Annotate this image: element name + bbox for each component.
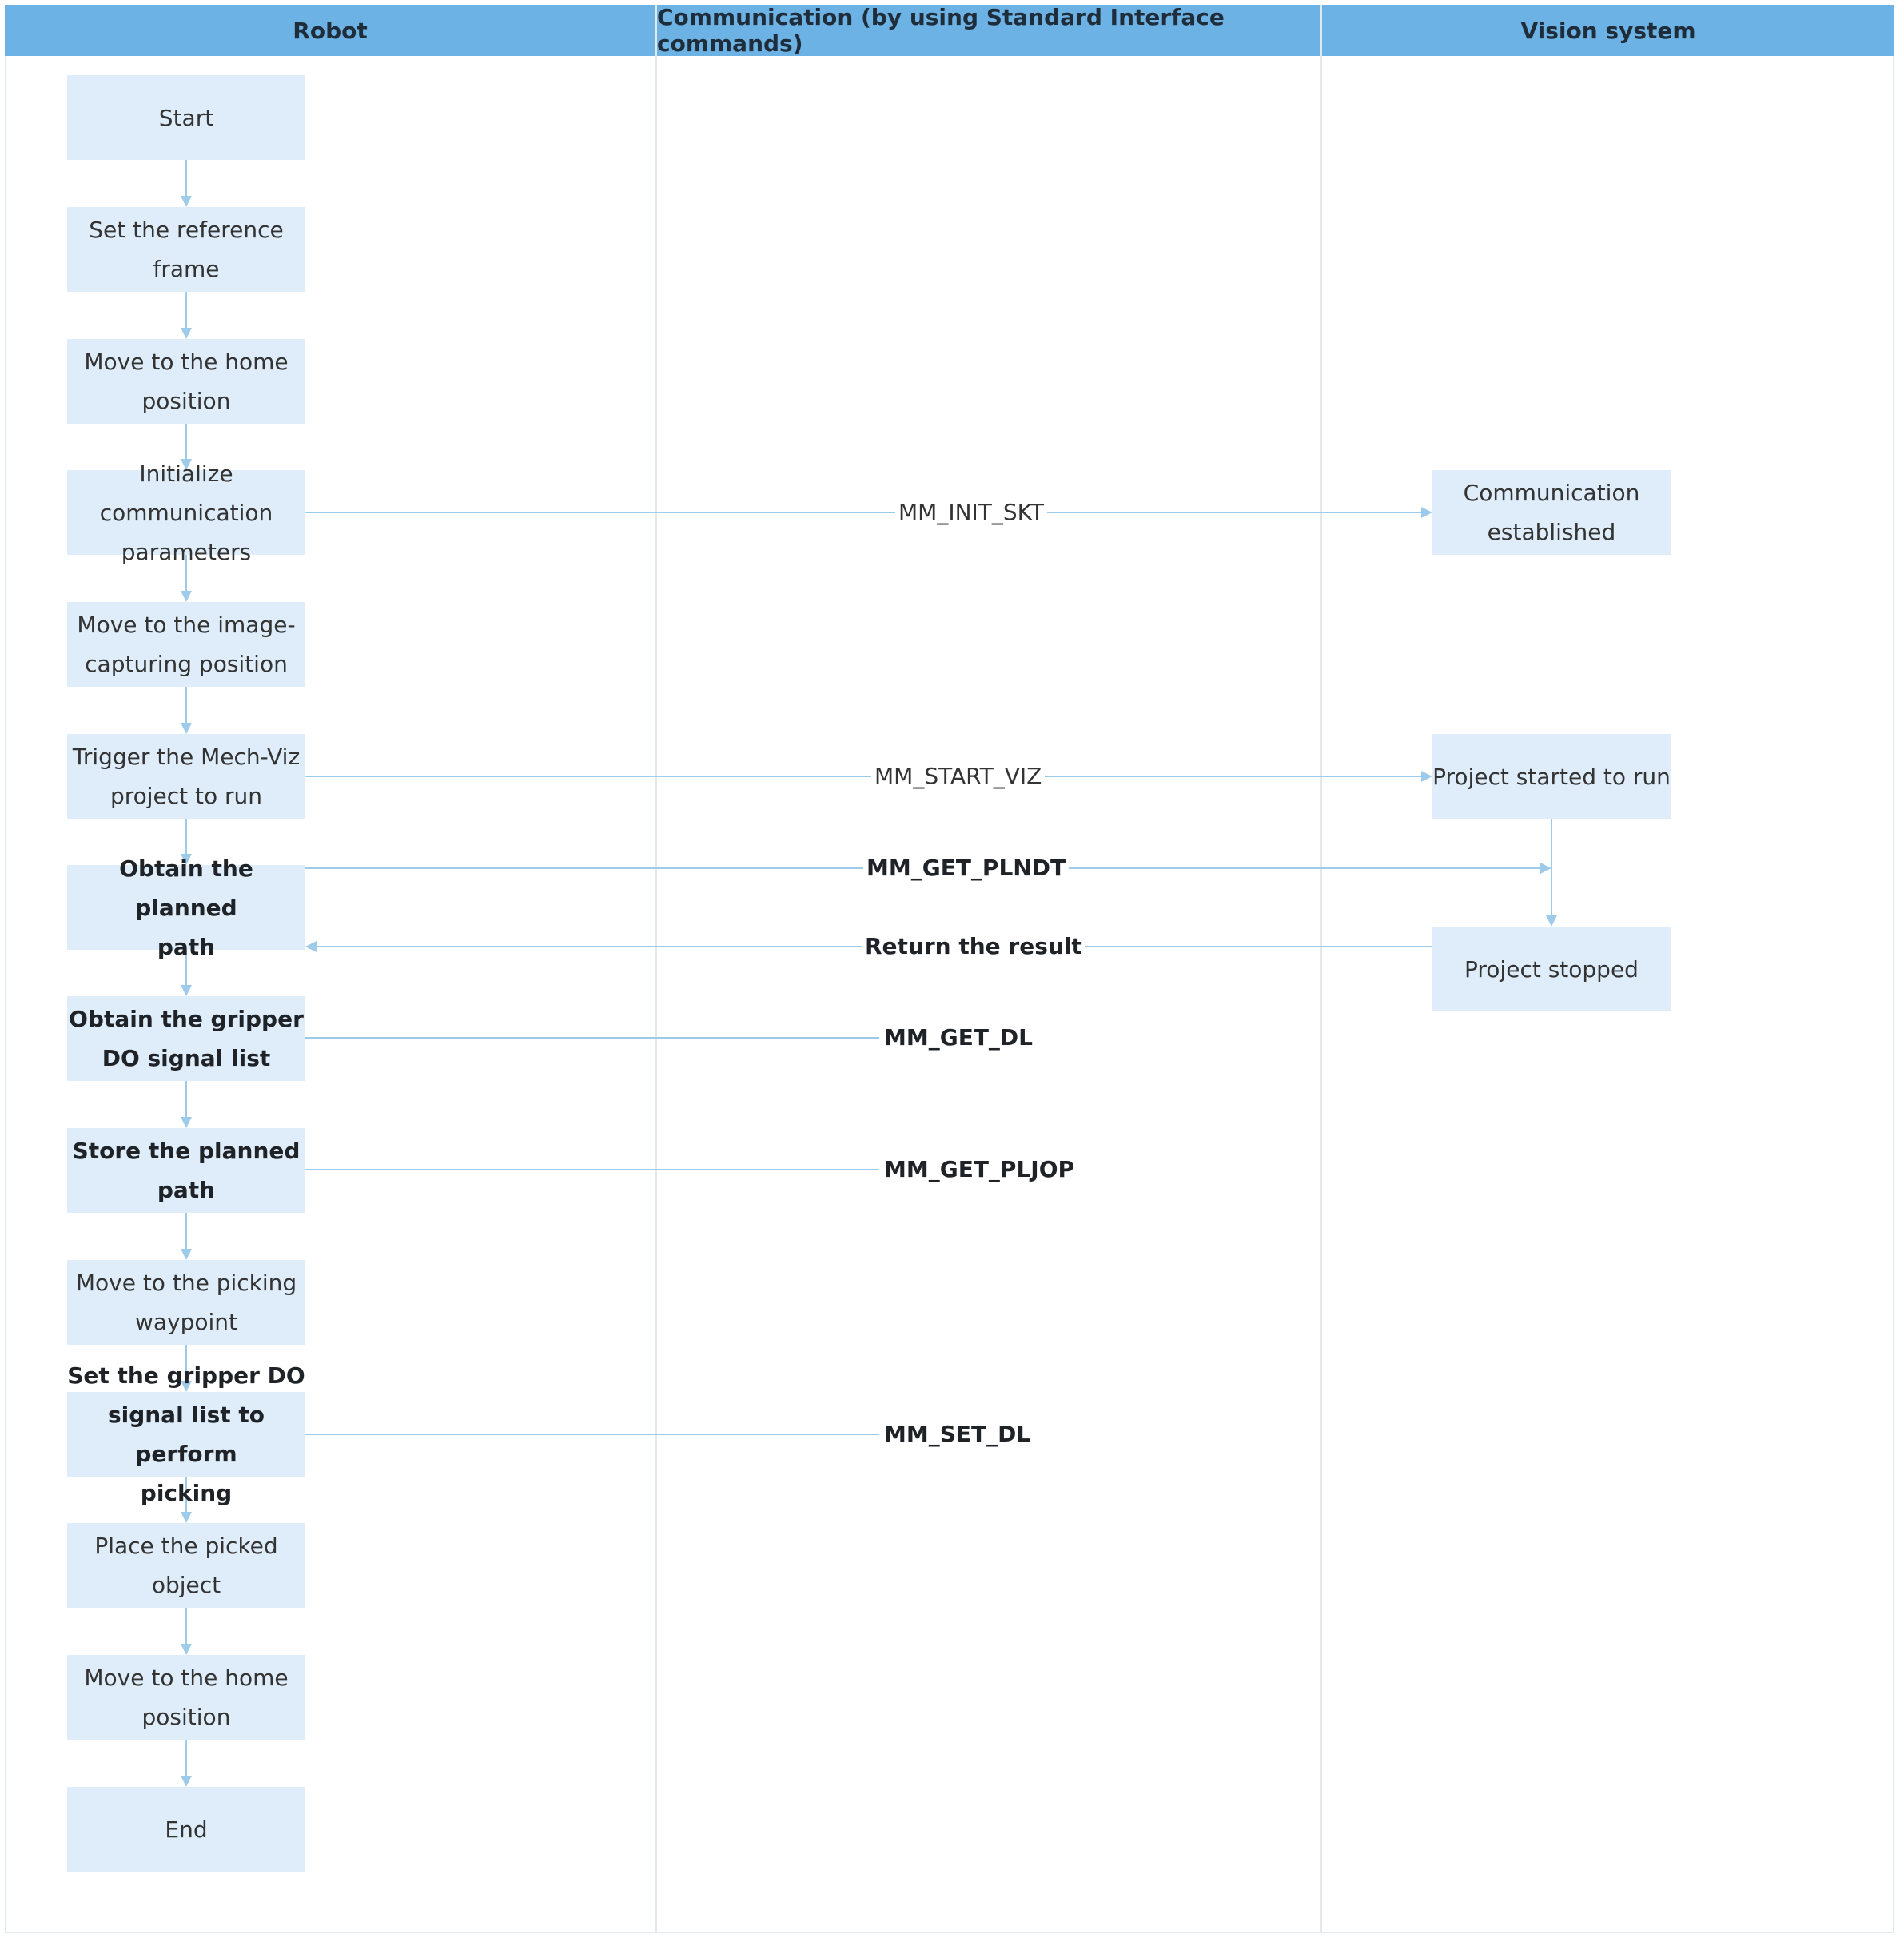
lane-header-robot: Robot — [5, 5, 655, 56]
command-label-return-result: Return the result — [862, 933, 1085, 960]
lane-header-vision: Vision system — [1322, 5, 1894, 56]
command-label-mm-set-dl: MM_SET_DL — [881, 1421, 1034, 1448]
command-label-mm-init-skt: MM_INIT_SKT — [895, 499, 1047, 526]
command-label-mm-get-dl: MM_GET_DL — [881, 1024, 1037, 1051]
command-label-mm-get-plndt: MM_GET_PLNDT — [863, 855, 1070, 882]
lane-divider-communication-vision — [1320, 5, 1322, 1933]
lane-divider-robot-communication — [655, 5, 657, 1933]
command-label-mm-start-viz: MM_START_VIZ — [871, 763, 1046, 790]
step-end: End — [67, 1787, 305, 1872]
step-start: Start — [67, 75, 305, 160]
lane-header-communication: Communication (by using Standard Interfa… — [657, 4, 1320, 57]
step-move-capture: Move to the image-capturing position — [67, 602, 305, 687]
step-project-started: Project started to run — [1432, 734, 1671, 819]
step-project-stopped: Project stopped — [1432, 927, 1671, 1011]
step-label: Move to the image-capturing position — [77, 612, 296, 677]
command-label-mm-get-pljop: MM_GET_PLJOP — [881, 1156, 1078, 1183]
